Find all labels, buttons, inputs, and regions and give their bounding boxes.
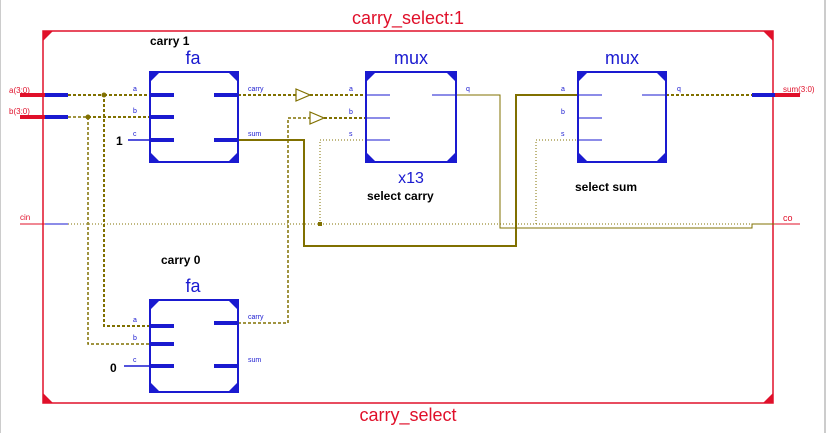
- fa-bottom-const: 0: [110, 361, 117, 375]
- fa-top-pin-b: b: [133, 108, 137, 115]
- port-sum-label: sum(3:0): [783, 85, 815, 94]
- mux-sum-caption: select sum: [575, 180, 637, 194]
- port-a-label: a(3:0): [9, 86, 30, 95]
- fa-top-pin-carry: carry: [248, 86, 264, 93]
- mux-carry-block[interactable]: [365, 71, 457, 163]
- mux-sum-pin-q: q: [677, 86, 681, 93]
- port-cin-label: cin: [20, 213, 30, 222]
- frame-corner-bl: [43, 393, 53, 403]
- mux-sum-pin-b: b: [561, 109, 565, 116]
- mux-carry-type: mux: [394, 48, 428, 68]
- mux-sum-pin-s: s: [561, 131, 565, 138]
- fa-bottom-pin-carry: carry: [248, 314, 264, 321]
- fa-top-type: fa: [185, 48, 201, 68]
- wire-b: [68, 116, 150, 345]
- mux-carry-multiplier: x13: [398, 170, 424, 187]
- wire-carry0: [238, 117, 310, 324]
- wire-cin-to-s: [319, 139, 366, 224]
- mux-sum-block[interactable]: [577, 71, 667, 163]
- mux-carry-caption: select carry: [367, 189, 434, 203]
- fa-bottom-pin-a: a: [133, 317, 137, 324]
- instance-title: carry_select:1: [352, 8, 464, 29]
- port-b-label: b(3:0): [9, 107, 30, 116]
- buffer-carry0-icon[interactable]: [309, 111, 326, 125]
- wire-co: [456, 94, 790, 229]
- module-name: carry_select: [359, 405, 456, 426]
- junction-b: [85, 114, 91, 120]
- fa-top-const: 1: [116, 134, 123, 148]
- wires: [68, 94, 790, 345]
- frame-corner-br: [763, 393, 773, 403]
- mux-sum-pin-a: a: [561, 86, 565, 93]
- mux-carry-pin-q: q: [466, 86, 470, 93]
- module-frame[interactable]: [42, 30, 774, 404]
- fa-bottom-type: fa: [185, 276, 201, 296]
- mux-carry-pin-b: b: [349, 109, 353, 116]
- fa-bottom-pin-c: c: [133, 357, 137, 364]
- fa-bottom-caption: carry 0: [161, 253, 201, 267]
- port-co[interactable]: co: [775, 213, 800, 225]
- fa-top-block[interactable]: [128, 71, 239, 163]
- frame-corner-tr: [763, 31, 773, 41]
- fa-bottom-pin-sum: sum: [248, 357, 261, 364]
- wire-cin-to-s2: [535, 139, 578, 224]
- frame-corner-tl: [43, 31, 53, 41]
- mux-sum-type: mux: [605, 48, 639, 68]
- port-b[interactable]: b(3:0): [9, 107, 68, 119]
- fa-top-pin-c: c: [133, 131, 137, 138]
- fa-top-pin-a: a: [133, 86, 137, 93]
- wire-a: [68, 94, 150, 327]
- wire-sum1: [238, 94, 578, 247]
- fa-bottom-pin-b: b: [133, 335, 137, 342]
- port-a[interactable]: a(3:0): [9, 86, 68, 97]
- buffer-carry1-icon[interactable]: [295, 88, 312, 102]
- port-co-label: co: [783, 213, 793, 223]
- fa-top-caption: carry 1: [150, 34, 190, 48]
- port-sum[interactable]: sum(3:0): [752, 85, 815, 97]
- fa-top-pin-sum: sum: [248, 131, 261, 138]
- fa-bottom-block[interactable]: [124, 299, 239, 393]
- port-cin[interactable]: cin: [20, 213, 68, 225]
- junction-cin: [318, 222, 322, 226]
- mux-carry-pin-a: a: [349, 86, 353, 93]
- mux-carry-pin-s: s: [349, 131, 353, 138]
- junction-a: [101, 92, 107, 98]
